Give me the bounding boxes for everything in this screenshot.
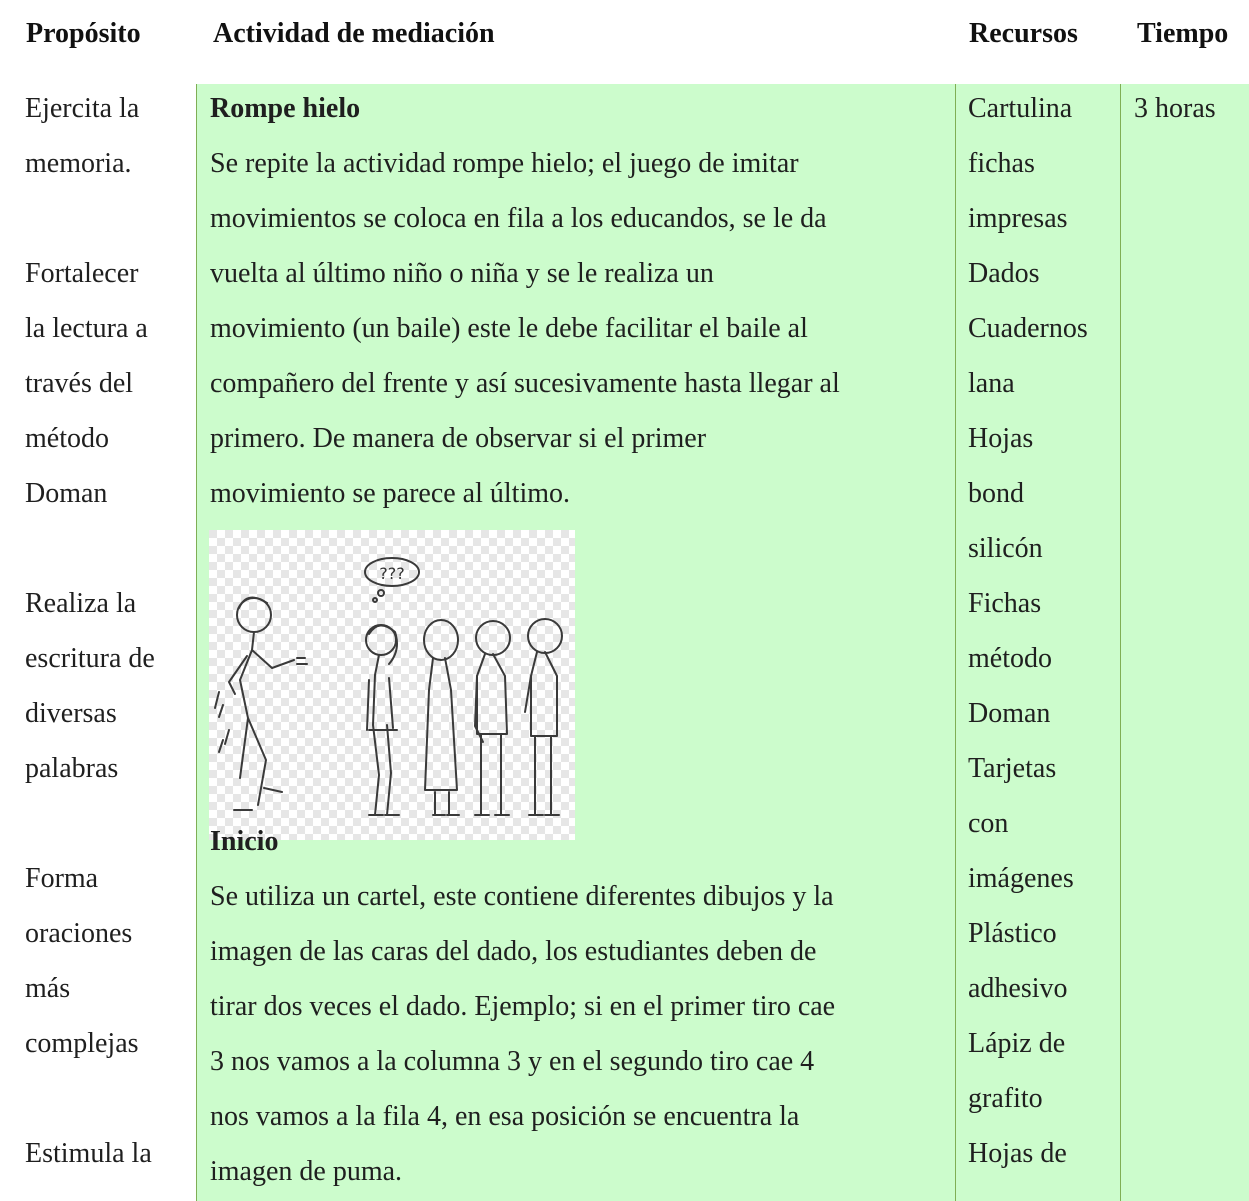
proposito-line: la lectura a: [25, 313, 148, 344]
recurso-item: con: [968, 808, 1009, 839]
header-proposito: Propósito: [26, 18, 141, 49]
column-divider: [955, 84, 956, 1201]
standing-child-figure: [423, 619, 460, 816]
actividad-text-line: imagen de puma.: [210, 1156, 403, 1187]
proposito-line-spacer: [25, 1071, 155, 1126]
proposito-line: Ejercita la: [25, 93, 140, 124]
actividad-text-line: Se repite la actividad rompe hielo; el j…: [210, 148, 799, 179]
recurso-item: grafito: [968, 1083, 1043, 1114]
actividad-text-line: 3 nos vamos a la columna 3 y en el segun…: [210, 1046, 815, 1077]
actividad-text-line: imagen de las caras del dado, los estudi…: [210, 936, 817, 967]
tiempo-value: 3 horas: [1134, 93, 1216, 124]
thought-bubble-text: ???: [379, 564, 404, 583]
proposito-line: escritura de: [25, 643, 155, 674]
recurso-item: bond: [968, 478, 1024, 509]
actividad-text-line: compañero del frente y así sucesivamente…: [210, 368, 840, 399]
actividad-text-line: nos vamos a la fila 4, en esa posición s…: [210, 1101, 800, 1132]
proposito-line-spacer: [25, 191, 155, 246]
proposito-line: más: [25, 973, 71, 1004]
header-tiempo: Tiempo: [1137, 18, 1229, 49]
recurso-item: Tarjetas: [968, 753, 1057, 784]
proposito-line: Estimula la: [25, 1138, 152, 1169]
recurso-item: Plástico: [968, 918, 1057, 949]
header-recursos: Recursos: [969, 18, 1078, 49]
recurso-item: Hojas: [968, 423, 1034, 454]
column-divider: [196, 84, 197, 1201]
proposito-line: memoria.: [25, 148, 132, 179]
actividad-inicio-section: Inicio Se utiliza un cartel, este contie…: [210, 814, 835, 1199]
proposito-line: oraciones: [25, 918, 133, 949]
proposito-line: Doman: [25, 478, 108, 509]
proposito-line-spacer: [25, 796, 155, 851]
standing-child-figure: [524, 618, 563, 816]
thinking-child-figure: [364, 557, 420, 816]
recurso-item: método: [968, 643, 1052, 674]
actividad-text-line: movimiento se parece al último.: [210, 478, 571, 509]
recurso-item: Doman: [968, 698, 1051, 729]
recurso-item: imágenes: [968, 863, 1074, 894]
header-actividad: Actividad de mediación: [213, 18, 495, 49]
proposito-line: Forma: [25, 863, 99, 894]
recurso-item: silicón: [968, 533, 1043, 564]
proposito-line: método: [25, 423, 109, 454]
actividad-text-line: movimientos se coloca en fila a los educ…: [210, 203, 827, 234]
recurso-item: Hojas de: [968, 1138, 1067, 1169]
children-line-illustration: ???: [209, 530, 575, 840]
proposito-line-spacer: [25, 521, 155, 576]
proposito-line: diversas: [25, 698, 117, 729]
actividad-text-line: Se utiliza un cartel, este contiene dife…: [210, 881, 834, 912]
proposito-line: palabras: [25, 753, 119, 784]
proposito-line: Fortalecer: [25, 258, 139, 289]
recurso-item: impresas: [968, 203, 1068, 234]
recurso-item: Cartulina: [968, 93, 1073, 124]
proposito-line: través del: [25, 368, 134, 399]
recurso-item: lana: [968, 368, 1015, 399]
column-divider: [1120, 84, 1121, 1201]
section-title-inicio: Inicio: [210, 826, 279, 857]
proposito-line: Realiza la: [25, 588, 137, 619]
actividad-text-line: tirar dos veces el dado. Ejemplo; si en …: [210, 991, 836, 1022]
proposito-column: Ejercita la memoria. Fortalecer la lectura …: [25, 81, 155, 1181]
actividad-column: Rompe hielo Se repite la actividad rompe…: [210, 81, 840, 521]
proposito-line: complejas: [25, 1028, 139, 1059]
recurso-item: adhesivo: [968, 973, 1068, 1004]
dancing-child-figure: [214, 596, 308, 811]
recurso-item: Lápiz de: [968, 1028, 1066, 1059]
recurso-item: fichas: [968, 148, 1035, 179]
recurso-item: Fichas: [968, 588, 1042, 619]
section-title-rompe-hielo: Rompe hielo: [210, 93, 361, 124]
standing-child-figure: [474, 620, 511, 816]
actividad-text-line: vuelta al último niño o niña y se le rea…: [210, 258, 714, 289]
actividad-text-line: primero. De manera de observar si el pri…: [210, 423, 707, 454]
recurso-item: Cuadernos: [968, 313, 1088, 344]
actividad-text-line: movimiento (un baile) este le debe facil…: [210, 313, 808, 344]
recurso-item: Dados: [968, 258, 1040, 289]
